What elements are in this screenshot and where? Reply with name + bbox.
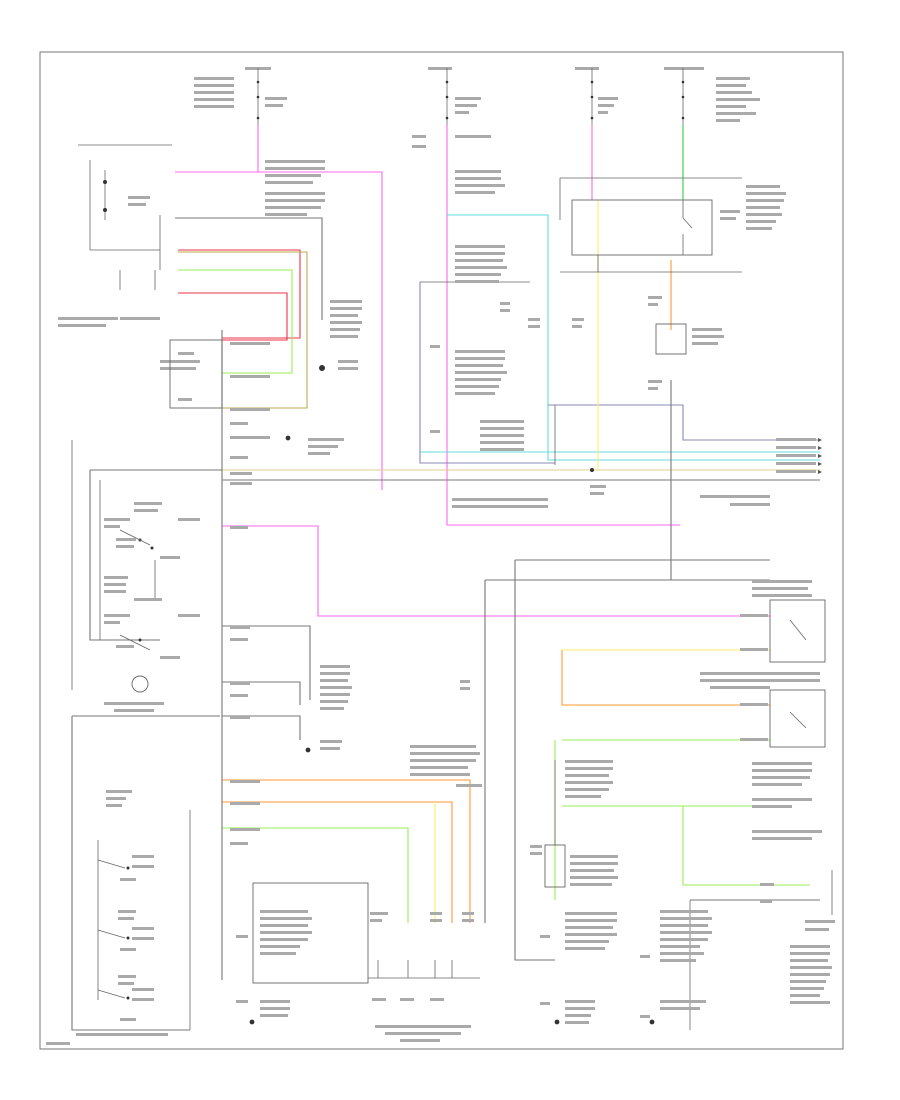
blue-gray-wire <box>419 282 820 464</box>
arrow-markers-right <box>818 438 822 474</box>
blower-switch-lower-left <box>46 790 191 1045</box>
ground-wires <box>71 217 820 1031</box>
module-label-center-left <box>265 160 362 455</box>
ground-symbol-upper <box>319 365 325 371</box>
cyan-wire <box>420 214 820 461</box>
module-center <box>412 135 556 465</box>
diagram-border <box>39 51 844 1050</box>
splice-center <box>590 468 594 472</box>
red-wires <box>178 249 301 341</box>
pink-wire-main <box>175 125 383 490</box>
power-source-4 <box>664 67 760 152</box>
blower-motor-resistor <box>572 296 724 390</box>
power-source-2 <box>428 67 481 152</box>
olive-wire-upper <box>178 251 308 409</box>
ground-symbol-mid <box>285 435 291 441</box>
switch-right-mid <box>700 672 826 840</box>
power-source-3 <box>575 67 618 152</box>
blower-motor-relay <box>559 177 786 273</box>
pink-wire-lower <box>222 525 770 617</box>
switch-right-upper <box>740 580 826 663</box>
pin-labels-lower-left <box>230 526 260 845</box>
blend-door-actuator <box>236 882 480 1042</box>
climate-module-center-lower <box>410 680 482 787</box>
yellow-wire-horizontal <box>222 200 820 471</box>
power-source-1 <box>194 67 287 152</box>
label-block-left <box>58 317 270 485</box>
light-green-wire-lower <box>222 739 810 923</box>
switch-assembly-upper-left <box>78 144 172 290</box>
connector-box-left <box>169 339 223 409</box>
light-green-wire-upper <box>178 269 293 374</box>
ground-label-center <box>452 485 606 508</box>
module-label-lower-center-left <box>320 665 352 750</box>
mode-selector-switch <box>71 440 200 712</box>
yellow-wire-right <box>434 649 770 923</box>
connector-pins-right-upper <box>700 438 816 506</box>
ground-symbol-lower <box>305 747 311 753</box>
pink-wire-center <box>446 125 680 526</box>
module-right-lower <box>530 760 835 1030</box>
